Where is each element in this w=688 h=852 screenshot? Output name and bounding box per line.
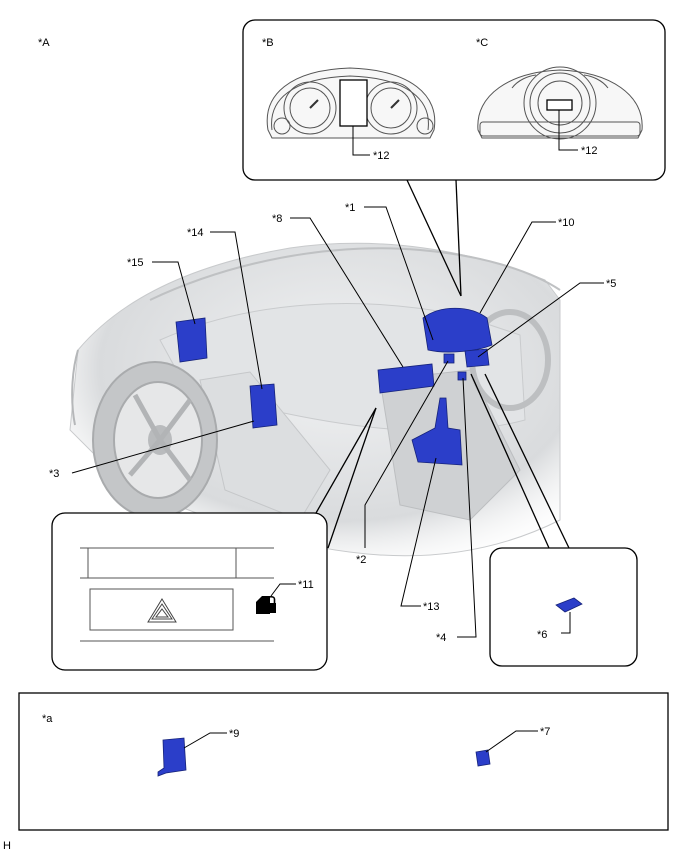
callout-11: *11 [298,579,314,591]
view-a-label: *A [38,37,50,49]
component-14 [249,383,278,429]
leader-2 [364,360,449,548]
callout-2: *2 [356,554,366,566]
view-a-lower-label: *a [42,713,53,725]
leader-13 [400,457,437,607]
callout-13: *13 [423,601,440,613]
callout-12-c: *12 [581,145,598,157]
component-2-small [443,353,455,364]
callout-10: *10 [558,217,575,229]
component-7 [475,749,491,767]
callout-7: *7 [540,726,550,738]
component-9 [157,737,187,777]
meter-c-highlight-box [546,99,573,111]
callout-3: *3 [49,468,59,480]
callout-1: *1 [345,202,355,214]
front-wheel [92,361,218,519]
callout-4: *4 [436,632,446,644]
leader-1 [364,206,434,341]
callout-15: *15 [127,257,144,269]
hazard-warning-icon [147,598,177,623]
leader-12-c [558,110,578,151]
part-6-inset: *6 [470,373,638,667]
callout-5: *5 [606,278,616,290]
view-c-label: *C [476,37,488,49]
door-lock-icon [256,595,276,614]
leader-3 [71,420,255,474]
leader-6 [561,612,571,634]
callout-9: *9 [229,728,239,740]
component-13 [411,397,463,466]
leader-4 [457,377,477,638]
callout-6: *6 [537,629,547,641]
leader-12-b [352,126,370,156]
door-panel [199,371,331,521]
hazard-switch-inset: *11 [51,407,377,671]
leader-5 [477,282,604,358]
front-bumper [71,349,79,426]
footer-code: H [3,840,11,852]
vehicle-illustration [69,242,561,557]
callout-8: *8 [272,213,282,225]
callout-labels: *A *15 *14 *8 *1 *10 *5 *3 *2 *13 *4 [38,37,616,644]
component-15 [175,317,208,363]
leader-11 [270,583,296,597]
leader-14 [210,231,263,390]
main-leader-lines [71,206,604,638]
meter-b-highlight-box [339,79,368,127]
leader-7 [485,730,538,753]
callout-12-b: *12 [373,150,390,162]
leader-8 [290,217,404,368]
leader-15 [152,261,196,325]
view-b-label: *B [262,37,274,49]
other-parts-box: *a *9 *7 [18,692,669,831]
component-6 [555,597,583,613]
leader-9 [183,732,227,749]
component-1-meter [422,307,493,353]
callout-14: *14 [187,227,204,239]
component-4 [457,371,467,381]
meter-inset: *B *C *12 *12 [242,19,666,297]
highlighted-components [175,307,493,466]
leader-10 [479,221,556,314]
windshield-top [149,247,561,301]
